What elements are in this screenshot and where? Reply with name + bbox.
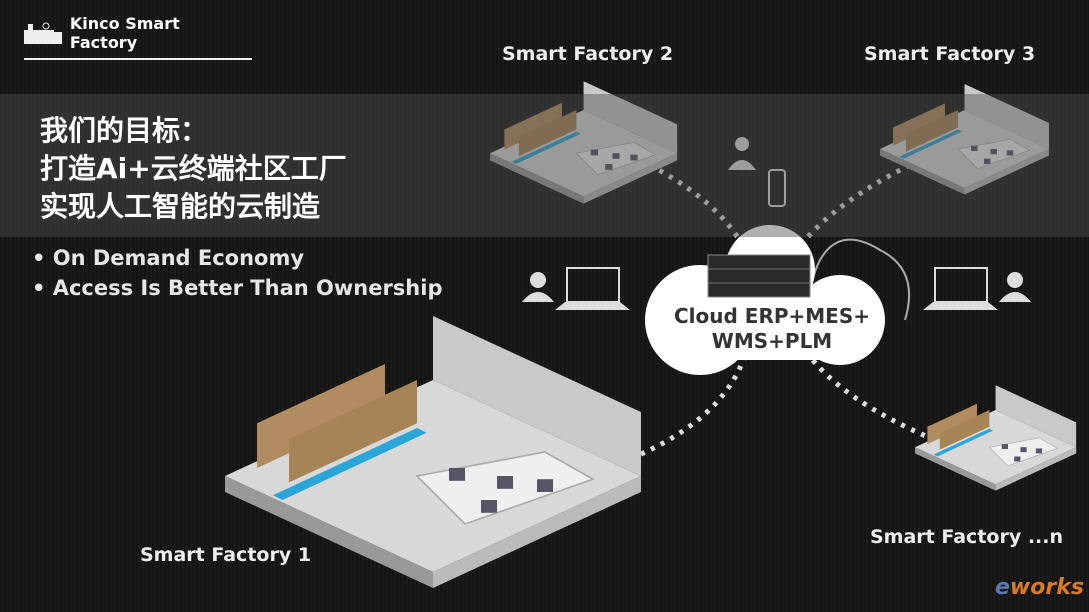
factory-3-label: Smart Factory 3 bbox=[864, 43, 1036, 65]
brand-header: Kinco Smart Factory bbox=[24, 14, 252, 60]
bullet-item: • Access Is Better Than Ownership bbox=[32, 276, 443, 300]
bullet-list: • On Demand Economy • Access Is Better T… bbox=[32, 243, 443, 303]
factory-gear-icon bbox=[24, 22, 62, 44]
connection-lines bbox=[599, 157, 936, 473]
user-icons bbox=[522, 137, 1031, 310]
goal-line: 打造Ai+云终端社区工厂 bbox=[40, 152, 347, 185]
goal-line: 实现人工智能的云制造 bbox=[40, 190, 321, 223]
factory-n-label: Smart Factory ...n bbox=[870, 526, 1064, 548]
bullet-text: Access Is Better Than Ownership bbox=[52, 276, 443, 300]
cloud-line: WMS+PLM bbox=[711, 329, 833, 353]
brand-title: Kinco Smart Factory bbox=[69, 14, 180, 52]
server-icon bbox=[707, 254, 811, 298]
watermark-e: e bbox=[995, 575, 1010, 600]
bullet-item: • On Demand Economy bbox=[32, 246, 305, 270]
cloud-label: Cloud ERP+MES+ WMS+PLM bbox=[662, 304, 882, 354]
cloud-line: Cloud ERP+MES+ bbox=[674, 304, 870, 328]
watermark-works: works bbox=[1009, 575, 1084, 600]
factory-n-illustration bbox=[914, 384, 1077, 491]
goal-line: 我们的目标： bbox=[40, 114, 209, 147]
factory-2-label: Smart Factory 2 bbox=[502, 43, 674, 65]
factory-1-label: Smart Factory 1 bbox=[140, 544, 312, 566]
eworks-watermark: eworks bbox=[995, 575, 1084, 600]
title-band bbox=[0, 94, 1089, 237]
goal-heading: 我们的目标： 打造Ai+云终端社区工厂 实现人工智能的云制造 bbox=[40, 112, 347, 226]
bullet-text: On Demand Economy bbox=[52, 246, 305, 270]
